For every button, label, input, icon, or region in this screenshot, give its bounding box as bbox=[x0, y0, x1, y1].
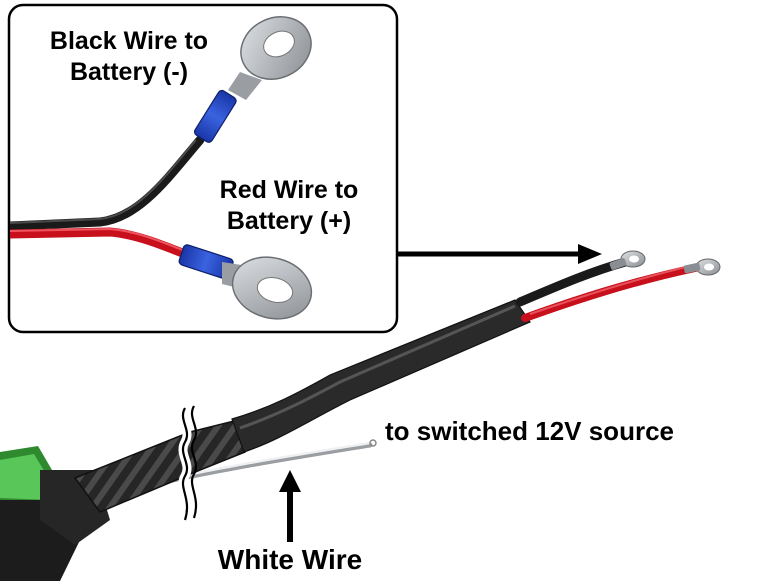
small-ring-terminal-red bbox=[683, 258, 721, 276]
red-wire-label-line1: Red Wire to bbox=[219, 176, 359, 204]
main-harness bbox=[0, 250, 721, 581]
black-wire-inset bbox=[10, 135, 205, 231]
red-wire-label-line2: Battery (+) bbox=[226, 206, 352, 235]
inset-box bbox=[7, 3, 399, 334]
inset-pointer-arrow bbox=[398, 244, 602, 264]
fuse-holder bbox=[0, 446, 110, 581]
black-wire-label-line2: Battery (-) bbox=[69, 57, 189, 86]
ring-terminal-red bbox=[222, 256, 313, 320]
white-wire-arrow bbox=[279, 470, 301, 542]
black-wire-label: Black Wire to Battery (-) bbox=[24, 26, 234, 87]
switched-source-label: to switched 12V source bbox=[385, 416, 745, 448]
black-wire-small bbox=[515, 257, 630, 307]
cable-sleeve bbox=[231, 299, 531, 453]
ferrule-black bbox=[193, 89, 237, 143]
red-wire-inset bbox=[10, 227, 195, 261]
black-wire-label-line1: Black Wire to bbox=[49, 27, 209, 55]
small-ring-terminal-black bbox=[609, 250, 646, 270]
white-wire-label: White Wire bbox=[190, 543, 390, 577]
switched-source-text: to switched 12V source bbox=[385, 416, 674, 446]
break-mark bbox=[178, 405, 198, 522]
spiral-wrap bbox=[75, 420, 245, 512]
red-wire-label: Red Wire to Battery (+) bbox=[194, 175, 384, 236]
red-wire-small bbox=[521, 264, 699, 322]
white-wire-text: White Wire bbox=[217, 544, 363, 575]
ring-terminal-black bbox=[228, 16, 312, 100]
